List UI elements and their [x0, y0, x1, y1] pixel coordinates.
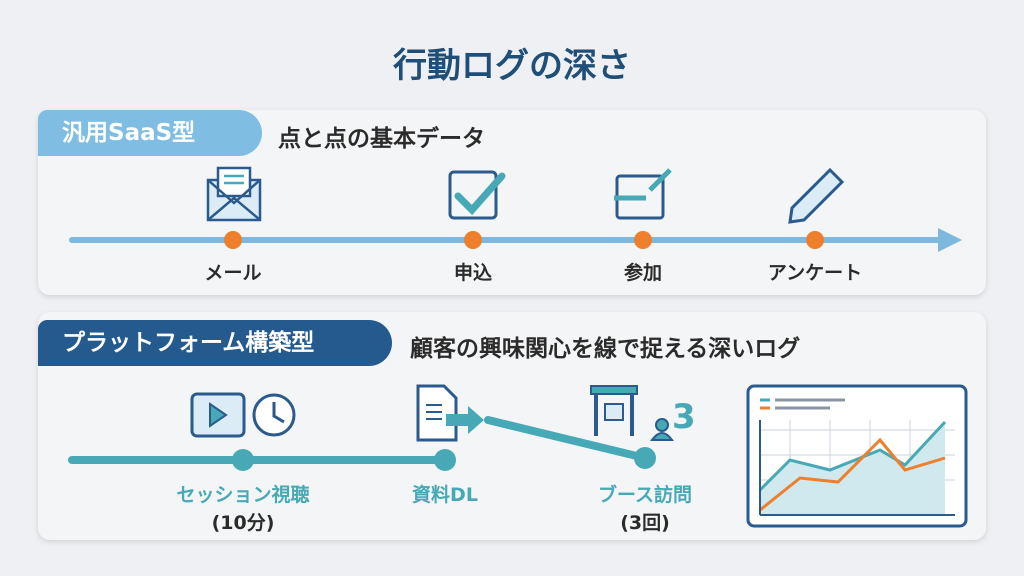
enter-arrow-icon: [614, 168, 672, 220]
checkbox-icon: [448, 170, 506, 220]
saas-point-label: メール: [204, 262, 262, 284]
page-title: 行動ログの深さ: [393, 46, 631, 86]
saas-point-label: 参加: [623, 262, 662, 284]
timeline-dot: [224, 231, 242, 249]
saas-point-label: 申込: [453, 262, 492, 284]
timeline-dot: [634, 231, 652, 249]
saas-badge: 汎用SaaS型: [38, 110, 262, 156]
timeline-dot: [464, 231, 482, 249]
platform-point-label: セッション視聴: [176, 484, 310, 506]
timeline-dot: [806, 231, 824, 249]
platform-point-label: ブース訪問: [597, 484, 693, 506]
platform-point-detail: (10分): [211, 512, 275, 534]
pencil-icon: [788, 167, 845, 224]
visit-count: 3: [672, 397, 696, 437]
document-arrow-icon: [416, 384, 484, 442]
booth-icon: [590, 385, 674, 441]
saas-subtitle: 点と点の基本データ: [278, 126, 485, 152]
growth-chart-icon: [746, 384, 968, 528]
envelope-icon: [206, 166, 262, 222]
video-clock-icon: [190, 392, 296, 438]
saas-card: 汎用SaaS型 点と点の基本データ: [38, 110, 986, 295]
platform-point-label: 資料DL: [412, 484, 478, 506]
platform-point-detail: (3回): [620, 512, 670, 534]
saas-point-label: アンケート: [767, 262, 863, 284]
